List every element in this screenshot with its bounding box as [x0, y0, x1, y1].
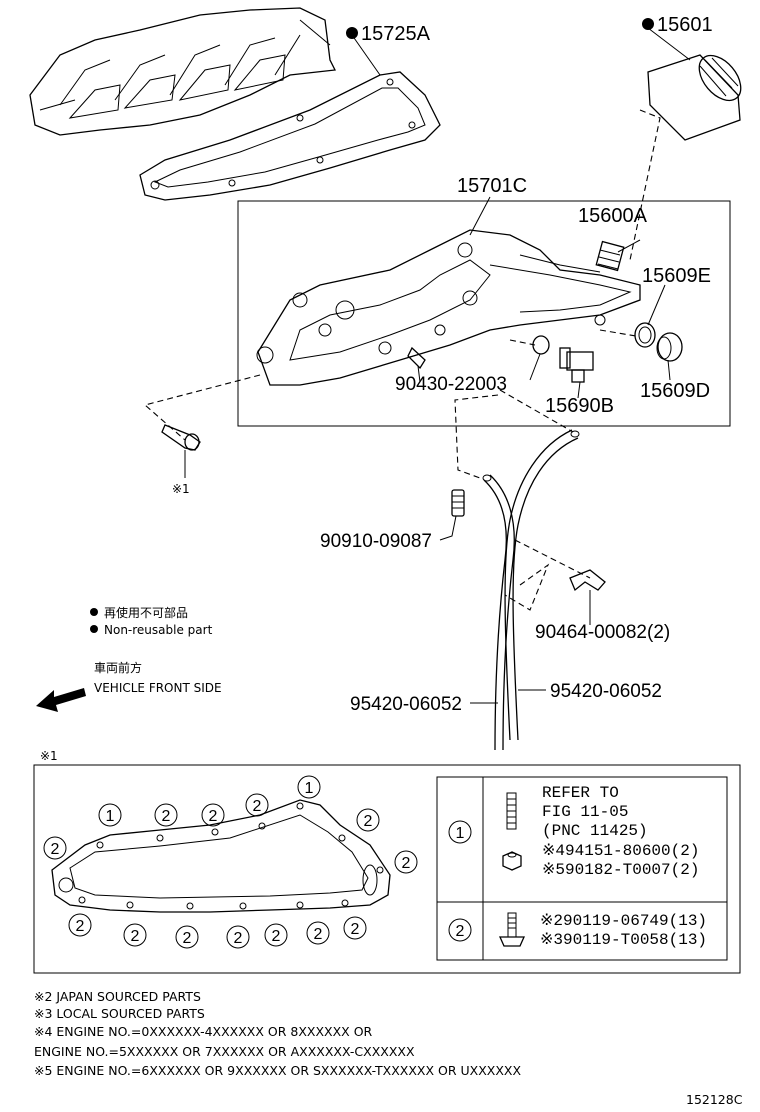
- svg-text:2: 2: [183, 930, 192, 947]
- svg-text:2: 2: [402, 855, 411, 872]
- callout-2c: 2: [245, 793, 269, 817]
- figure-id: 152128C: [686, 1092, 743, 1107]
- callout-2f: 2: [43, 836, 67, 860]
- label-15701c: 15701C: [457, 175, 527, 197]
- ring-15609e-drawing: [634, 322, 656, 348]
- callout-2d: 2: [356, 808, 380, 832]
- legend-jp: 再使用不可部品: [104, 605, 188, 620]
- non-reusable-dot-15725a: [346, 27, 358, 39]
- callout-2l: 2: [306, 921, 330, 945]
- svg-text:1: 1: [305, 780, 314, 797]
- note-engine-4b: ENGINE NO.=5XXXXXX OR 7XXXXXX OR AXXXXXX…: [34, 1044, 415, 1059]
- detail-table: 1 2 REFER TO FIG 11-05 (PNC 11425) ※4941…: [436, 776, 728, 961]
- non-reusable-dot-15601: [642, 18, 654, 30]
- table-row1-line5: ※590182-T0007(2): [542, 861, 699, 879]
- label-90910: 90910-09087: [320, 531, 432, 552]
- svg-text:2: 2: [234, 930, 243, 947]
- svg-text:2: 2: [364, 813, 373, 830]
- stud-bolt-icon: [506, 792, 517, 830]
- plug-15609d-drawing: [656, 332, 683, 362]
- callout-2b: 2: [201, 803, 225, 827]
- svg-text:2: 2: [456, 923, 465, 940]
- label-15601: 15601: [657, 14, 713, 36]
- label-15609e: 15609E: [642, 265, 711, 287]
- table-row1-line1: REFER TO: [542, 784, 619, 802]
- gasket-15725a-drawing: [139, 71, 441, 201]
- table-callout-2: 2: [448, 918, 472, 942]
- note-local: ※3 LOCAL SOURCED PARTS: [34, 1006, 205, 1021]
- label-15609d: 15609D: [640, 380, 710, 402]
- table-row1-line3: (PNC 11425): [542, 822, 648, 840]
- svg-text:2: 2: [51, 841, 60, 858]
- svg-text:2: 2: [209, 808, 218, 825]
- front-direction: 車両前方 VEHICLE FRONT SIDE: [36, 660, 222, 712]
- bolt-ref1-drawing: [161, 424, 201, 478]
- plug-90910-drawing: [451, 489, 465, 517]
- oil-tube-drawing: [482, 429, 580, 751]
- legend-dot-1: [90, 608, 98, 616]
- label-15690b: 15690B: [545, 395, 614, 417]
- leader-lines: [143, 27, 691, 704]
- detail-frame: [33, 764, 741, 974]
- label-95420-left: 95420-06052: [350, 694, 462, 715]
- gasket-bolt-callouts: 1 2 2 2 1 2 2 2 2 2 2 2 2 2 2: [43, 775, 418, 949]
- svg-text:1: 1: [456, 825, 465, 842]
- svg-text:1: 1: [106, 808, 115, 825]
- union-15600a-drawing: [595, 240, 625, 272]
- sensor-15690b-drawing: [559, 347, 594, 383]
- callout-2a: 2: [154, 803, 178, 827]
- table-row1-line4: ※494151-80600(2): [542, 842, 699, 860]
- svg-text:2: 2: [314, 926, 323, 943]
- svg-text:2: 2: [131, 928, 140, 945]
- callout-1a: 1: [98, 803, 122, 827]
- oil-cooler-bracket-drawing: [256, 229, 641, 386]
- front-jp: 車両前方: [94, 660, 142, 675]
- callout-2m: 2: [343, 916, 367, 940]
- callout-2j: 2: [226, 925, 250, 949]
- callout-2k: 2: [264, 923, 288, 947]
- table-callout-1: 1: [448, 820, 472, 844]
- legend: 再使用不可部品 Non-reusable part: [90, 605, 213, 637]
- svg-text:2: 2: [253, 798, 262, 815]
- oil-cooler-group-frame: [237, 200, 731, 427]
- svg-text:2: 2: [272, 928, 281, 945]
- table-row1-line2: FIG 11-05: [542, 803, 628, 821]
- engine-block-drawing: [29, 7, 336, 136]
- nut-icon: [502, 851, 522, 871]
- front-arrow-icon: [36, 688, 86, 712]
- callout-2e: 2: [394, 850, 418, 874]
- svg-text:2: 2: [76, 918, 85, 935]
- label-90430: 90430-22003: [395, 374, 507, 395]
- table-row2-line1: ※290119-06749(13): [540, 912, 707, 930]
- detail-label: ※1: [40, 749, 58, 763]
- table-row2-line2: ※390119-T0058(13): [540, 931, 707, 949]
- label-15600a: 15600A: [578, 205, 648, 227]
- gasket-detail-drawing: [51, 799, 391, 913]
- legend-dot-2: [90, 625, 98, 633]
- part-labels: 15725A 15601 15701C 15600A 15609E 15609D…: [172, 14, 713, 715]
- gasket-90430-drawing: [532, 335, 550, 355]
- oil-filter-drawing: [647, 54, 742, 141]
- callout-2g: 2: [68, 913, 92, 937]
- note-engine-5: ※5 ENGINE NO.=6XXXXXX OR 9XXXXXX OR SXXX…: [34, 1063, 521, 1078]
- svg-text:2: 2: [351, 921, 360, 938]
- legend-en: Non-reusable part: [104, 623, 213, 637]
- small-bolt-drawing: [407, 346, 426, 370]
- note-engine-4: ※4 ENGINE NO.=0XXXXXX-4XXXXXX OR 8XXXXXX…: [34, 1024, 373, 1039]
- svg-text:2: 2: [162, 808, 171, 825]
- label-ref1-bolt: ※1: [172, 482, 190, 496]
- clip-90464-drawing: [569, 569, 606, 592]
- label-95420-right: 95420-06052: [550, 681, 662, 702]
- label-15725a: 15725A: [361, 23, 431, 45]
- label-90464: 90464-00082(2): [535, 622, 670, 643]
- callout-1b: 1: [297, 775, 321, 799]
- flange-bolt-icon: [498, 912, 526, 947]
- callout-2h: 2: [123, 923, 147, 947]
- front-en: VEHICLE FRONT SIDE: [94, 681, 222, 695]
- footnotes: ※2 JAPAN SOURCED PARTS ※3 LOCAL SOURCED …: [34, 989, 521, 1078]
- note-japan: ※2 JAPAN SOURCED PARTS: [34, 989, 201, 1004]
- callout-2i: 2: [175, 925, 199, 949]
